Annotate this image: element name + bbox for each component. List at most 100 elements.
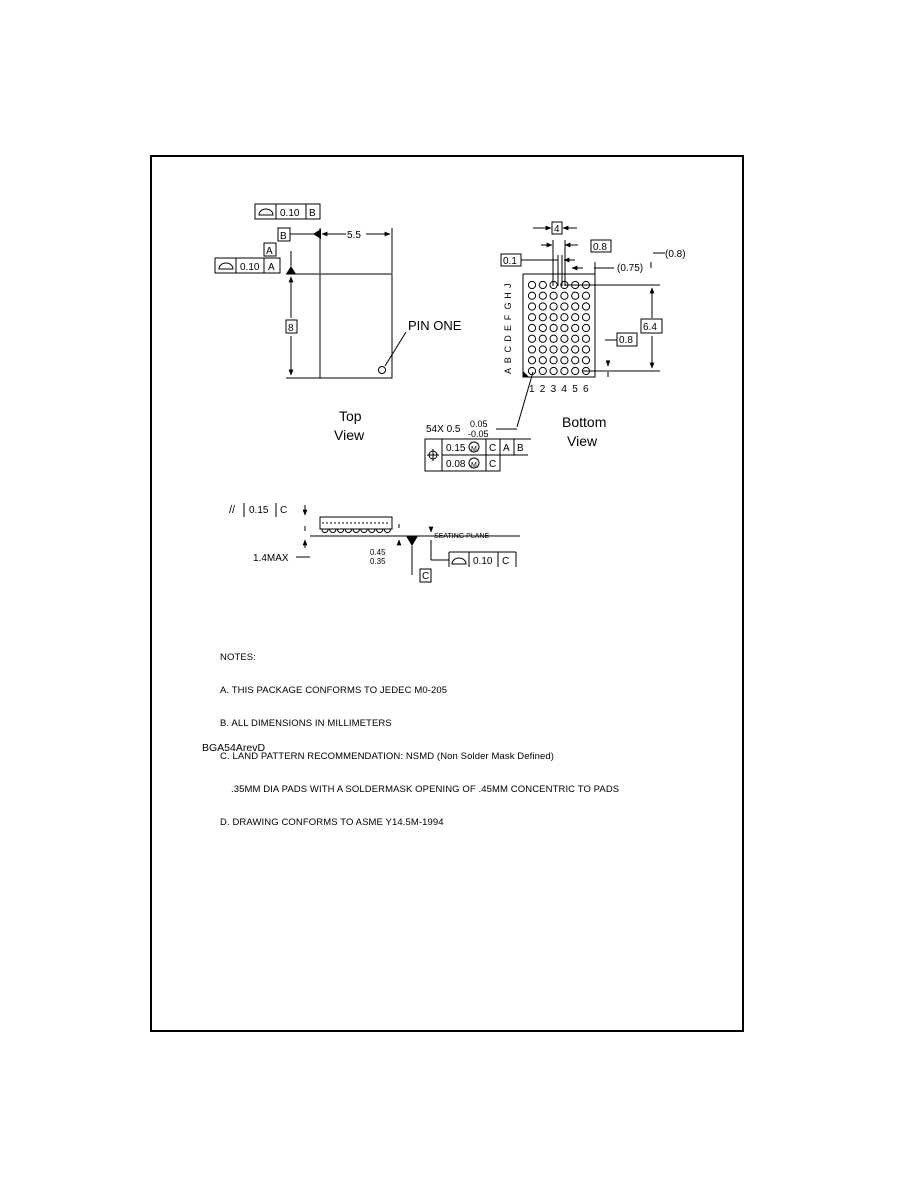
package-outline-top [319, 273, 393, 379]
solder-ball [549, 313, 558, 322]
side-view: // 0.15 C SEATING PLANE 1.4MAX 0.45 0.35… [229, 503, 520, 583]
solder-ball [581, 345, 591, 354]
solder-ball [538, 366, 547, 376]
solder-ball [538, 334, 547, 343]
note-a: A. THIS PACKAGE CONFORMS TO JEDEC M0-205 [220, 685, 448, 696]
pin-one-label: PIN ONE [408, 318, 462, 333]
parallel-datum: C [280, 505, 287, 516]
solder-ball [571, 313, 580, 322]
datum-a-label: A [266, 246, 273, 257]
standoff-max: 0.45 [370, 548, 386, 557]
row-letter: H [503, 292, 513, 299]
package-outline-bottom [522, 273, 596, 378]
position-tolerance-frame: 0.15 M C A B 0.08 M C [424, 438, 531, 472]
flatness-frame-a: 0.10 A [214, 257, 281, 274]
solder-ball [560, 313, 569, 322]
solder-ball [560, 356, 569, 365]
note-d: D. DRAWING CONFORMS TO ASME Y14.5M-1994 [220, 817, 444, 828]
solder-ball [560, 366, 569, 376]
flatness-c-datum: C [502, 556, 509, 567]
solder-ball [571, 356, 580, 365]
solder-ball [560, 323, 569, 333]
column-number: 1 [529, 384, 535, 395]
profile-surface-icon [451, 557, 467, 565]
seating-plane-label: SEATING PLANE [434, 533, 489, 540]
solder-ball [560, 302, 569, 311]
document-id: BGA54ArevD [202, 742, 266, 754]
row-letter: A [503, 368, 513, 374]
solder-ball [560, 345, 569, 354]
datum-a-triangle [286, 266, 296, 274]
solder-ball-side [329, 528, 337, 534]
solder-ball [549, 280, 558, 290]
dim-01: 0.1 [503, 256, 517, 267]
solder-ball [527, 345, 537, 354]
row-letter: G [503, 302, 513, 309]
notes-block: NOTES: A. THIS PACKAGE CONFORMS TO JEDEC… [220, 630, 619, 839]
bottom-view-label-1: Bottom [562, 414, 606, 430]
row-letter: F [503, 314, 513, 320]
solder-ball [538, 291, 547, 300]
solder-ball-side [352, 528, 360, 534]
ball-tol-minus: -0.05 [468, 429, 489, 439]
solder-ball [527, 323, 537, 333]
solder-ball-side [383, 528, 392, 534]
solder-ball [549, 366, 558, 376]
top-view: 0.10 B B 5.5 A 0.10 A [214, 203, 462, 443]
position-icon [427, 449, 439, 461]
mmc-icon [468, 441, 480, 453]
fcf-row1-value: 0.15 [446, 443, 466, 454]
solder-ball [527, 302, 537, 311]
solder-ball [538, 313, 547, 322]
dim-08-paren: (0.8) [665, 249, 686, 260]
pin-one-marker [378, 366, 386, 374]
datum-b-label: B [280, 231, 287, 242]
solder-ball [527, 356, 537, 365]
dim-08-top: 0.8 [593, 242, 607, 253]
solder-ball [549, 356, 558, 365]
profile-surface-icon [218, 262, 234, 270]
flatness-b-value: 0.10 [280, 208, 300, 219]
solder-ball-side [368, 528, 376, 534]
solder-ball [560, 291, 569, 300]
ball-callout: 54X 0.5 [426, 424, 461, 435]
solder-ball [527, 313, 537, 322]
ball-tol-plus: 0.05 [470, 419, 488, 429]
solder-ball-side [321, 528, 329, 534]
solder-ball [581, 323, 591, 333]
bottom-view-label-2: View [567, 433, 598, 449]
solder-ball [538, 345, 547, 354]
solder-ball [538, 302, 547, 311]
solder-ball [581, 291, 591, 300]
column-number: 4 [561, 384, 567, 395]
solder-ball [581, 356, 591, 365]
parallel-value: 0.15 [249, 505, 269, 516]
column-number: 3 [551, 384, 557, 395]
fcf-row1-ref-b: B [517, 443, 524, 454]
solder-ball [527, 291, 537, 300]
solder-ball [549, 323, 558, 333]
row-letter: E [503, 325, 513, 331]
solder-ball [527, 334, 537, 343]
solder-ball [549, 302, 558, 311]
ball-grid [527, 280, 591, 376]
column-number: 5 [572, 384, 578, 395]
flatness-frame-b: 0.10 B [254, 203, 321, 220]
column-number: 2 [540, 384, 546, 395]
row-letter: D [503, 335, 513, 342]
solder-ball [538, 356, 547, 365]
svg-text:M: M [471, 462, 477, 469]
top-view-label-2: View [334, 427, 365, 443]
solder-ball [571, 345, 580, 354]
solder-ball [549, 345, 558, 354]
profile-surface-icon [258, 208, 274, 216]
top-view-label-1: Top [339, 408, 362, 424]
solder-ball [571, 323, 580, 333]
solder-ball [560, 334, 569, 343]
datum-c-triangle [406, 536, 418, 546]
solder-ball-side [344, 528, 353, 534]
height-dimension: 8 [288, 323, 294, 334]
solder-ball [571, 291, 580, 300]
solder-ball-side [336, 528, 345, 534]
